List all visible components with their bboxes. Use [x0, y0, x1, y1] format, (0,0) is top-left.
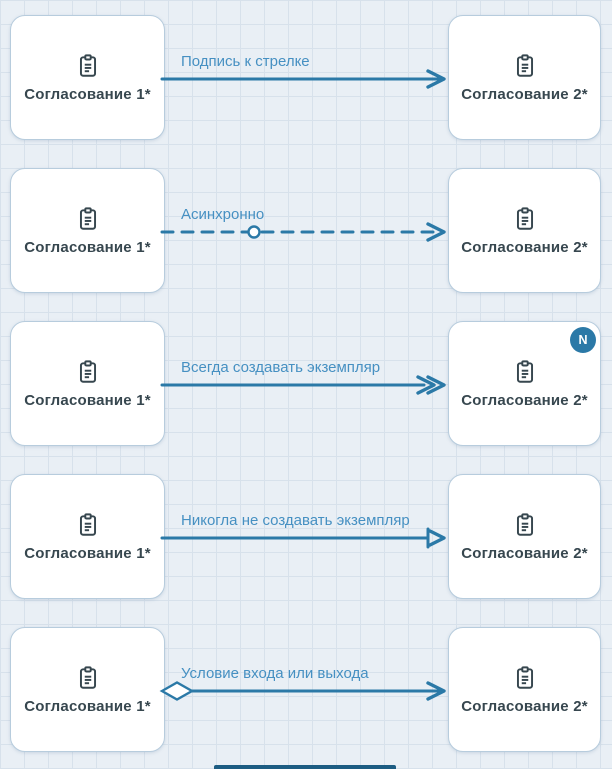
arrow-connector[interactable]	[158, 516, 452, 560]
async-circle-marker	[247, 225, 261, 239]
node-label: Согласование 2*	[461, 391, 588, 409]
arrow-label[interactable]: Всегда создавать экземпляр	[181, 359, 381, 376]
clipboard-icon	[516, 53, 533, 77]
arrowhead-icon	[426, 681, 446, 701]
arrow-label[interactable]: Асинхронно	[181, 206, 265, 223]
arrowhead-icon	[428, 529, 446, 547]
horizontal-scrollbar-thumb[interactable]	[214, 765, 396, 769]
arrow-label[interactable]: Условие входа или выхода	[181, 665, 369, 682]
clipboard-icon	[79, 512, 96, 536]
node-soglasovanie-1[interactable]: Согласование 1*	[10, 15, 165, 140]
node-label: Согласование 2*	[461, 697, 588, 715]
node-label: Согласование 2*	[461, 544, 588, 562]
arrow-connector[interactable]	[158, 363, 452, 407]
node-soglasovanie-1[interactable]: Согласование 1*	[10, 168, 165, 293]
clipboard-icon	[79, 359, 96, 383]
node-soglasovanie-2[interactable]: Согласование 2*	[448, 168, 601, 293]
clipboard-icon	[516, 512, 533, 536]
clipboard-icon	[79, 53, 96, 77]
diagram-row-4: Согласование 1* Никогла не создавать экз…	[0, 474, 612, 603]
arrow-connector[interactable]	[158, 57, 452, 101]
node-label: Согласование 1*	[24, 391, 151, 409]
node-soglasovanie-2[interactable]: Согласование 2*	[448, 15, 601, 140]
node-label: Согласование 2*	[461, 238, 588, 256]
node-label: Согласование 1*	[24, 238, 151, 256]
arrowhead-icon	[426, 69, 446, 89]
node-soglasovanie-2[interactable]: Согласование 2*	[448, 474, 601, 599]
node-soglasovanie-1[interactable]: Согласование 1*	[10, 321, 165, 446]
arrowhead-icon	[426, 375, 446, 395]
clipboard-icon	[516, 665, 533, 689]
arrow-connector[interactable]	[158, 210, 452, 254]
arrow-connector[interactable]	[158, 669, 452, 713]
node-soglasovanie-1[interactable]: Согласование 1*	[10, 474, 165, 599]
node-label: Согласование 1*	[24, 697, 151, 715]
node-label: Согласование 1*	[24, 85, 151, 103]
diagram-row-3: Согласование 1* Всегда создавать экземпл…	[0, 321, 612, 450]
clipboard-icon	[516, 359, 533, 383]
node-soglasovanie-1[interactable]: Согласование 1*	[10, 627, 165, 752]
condition-diamond-marker	[159, 681, 195, 701]
clipboard-icon	[79, 665, 96, 689]
arrowhead-icon	[416, 375, 436, 395]
instance-count-badge[interactable]: N	[570, 327, 596, 353]
diagram-row-5: Согласование 1* Условие входа или выхода…	[0, 627, 612, 756]
clipboard-icon	[79, 206, 96, 230]
arrow-label[interactable]: Никогла не создавать экземпляр	[181, 512, 410, 529]
node-soglasovanie-2[interactable]: Согласование 2*	[448, 627, 601, 752]
diagram-row-1: Согласование 1* Подпись к стрелке Соглас…	[0, 15, 612, 144]
clipboard-icon	[516, 206, 533, 230]
node-label: Согласование 1*	[24, 544, 151, 562]
arrow-label[interactable]: Подпись к стрелке	[181, 53, 310, 70]
node-label: Согласование 2*	[461, 85, 588, 103]
arrowhead-icon	[426, 222, 446, 242]
diagram-row-2: Согласование 1* Асинхронно Согласование …	[0, 168, 612, 297]
